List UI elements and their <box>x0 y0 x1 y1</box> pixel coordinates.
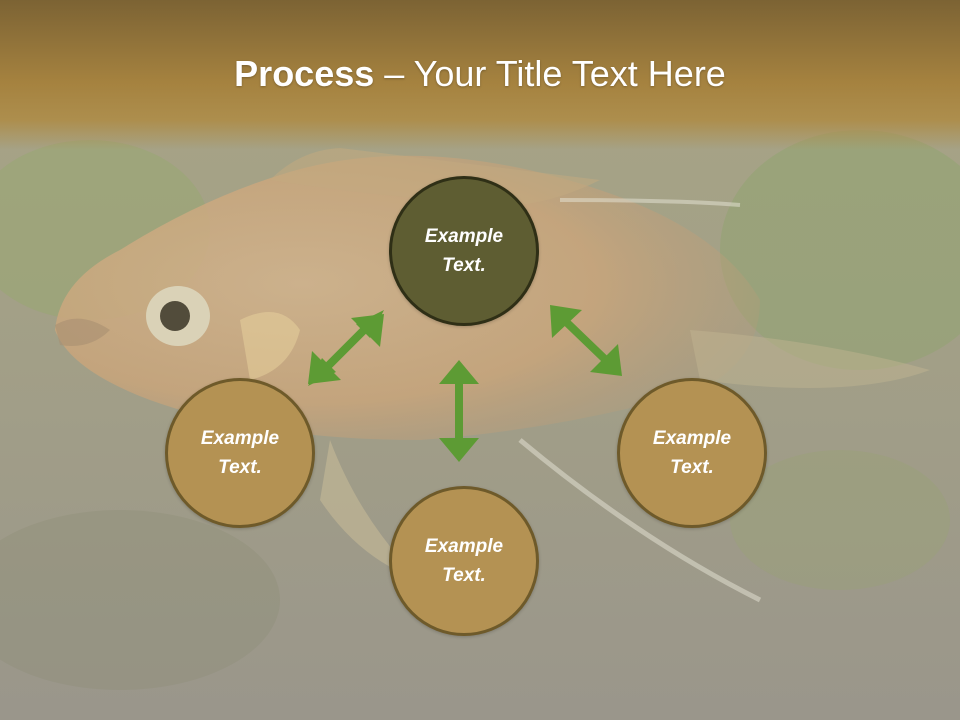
slide-title: Process – Your Title Text Here <box>0 52 960 96</box>
process-node-bottom-label: Example Text. <box>424 536 504 586</box>
process-node-top-label: Example Text. <box>424 226 504 276</box>
process-node-right: Example Text. <box>617 378 767 528</box>
title-rest: – Your Title Text Here <box>374 53 726 94</box>
double-headed-arrow <box>550 305 622 376</box>
process-node-top: Example Text. <box>389 176 539 326</box>
process-node-bottom: Example Text. <box>389 486 539 636</box>
process-node-right-label: Example Text. <box>652 428 732 478</box>
double-headed-arrow <box>308 310 384 386</box>
title-bar <box>0 0 960 150</box>
process-node-left-label: Example Text. <box>200 428 280 478</box>
process-node-left: Example Text. <box>165 378 315 528</box>
double-headed-arrow <box>439 360 479 462</box>
title-bold: Process <box>234 53 375 94</box>
